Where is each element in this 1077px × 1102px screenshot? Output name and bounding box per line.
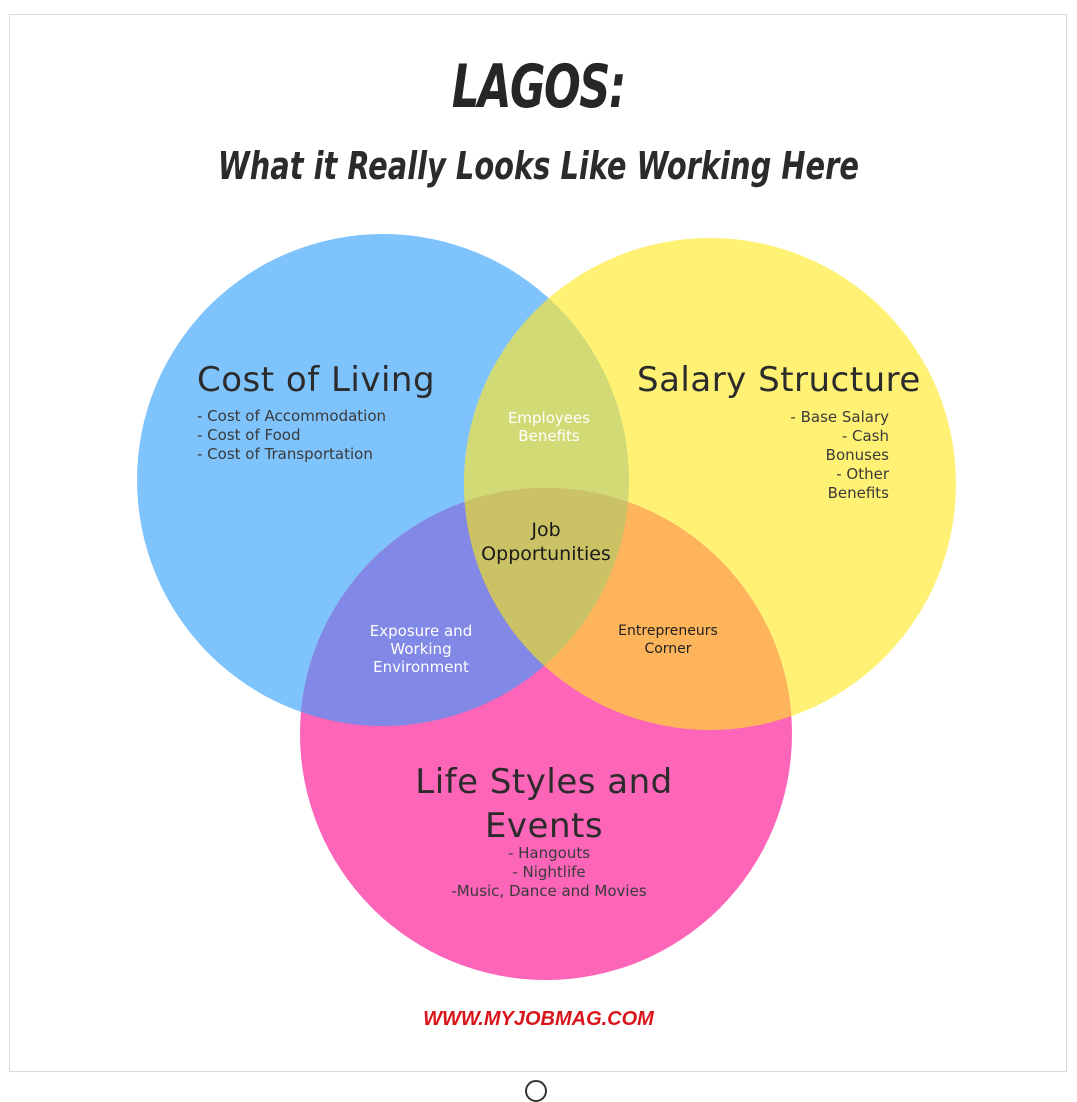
website-footer: WWW.MYJOBMAG.COM <box>423 1008 654 1030</box>
exposure-label: Exposure and Working Environment <box>369 622 473 676</box>
salary-structure-title: Salary Structure <box>637 360 921 400</box>
cost-of-living-items: - Cost of Accommodation - Cost of Food -… <box>197 407 387 463</box>
page-subtitle: What it Really Looks Like Working Here <box>217 144 859 188</box>
entrepreneurs-label: Entrepreneurs Corner <box>618 623 718 657</box>
employees-benefits-label: Employees Benefits <box>507 409 591 445</box>
salary-structure-items: - Base Salary - Cash Bonuses - Other Ben… <box>790 408 889 502</box>
exposure-region <box>300 488 629 726</box>
page-title: LAGOS: <box>451 52 626 122</box>
life-styles-items: - Hangouts - Nightlife -Music, Dance and… <box>451 844 647 900</box>
entrepreneurs-region <box>464 488 792 730</box>
job-opportunities-label: Job Opportunities <box>481 519 611 565</box>
life-styles-title: Life Styles and Events <box>415 762 673 846</box>
circle-icon <box>525 1080 547 1102</box>
cost-of-living-title: Cost of Living <box>197 360 436 400</box>
